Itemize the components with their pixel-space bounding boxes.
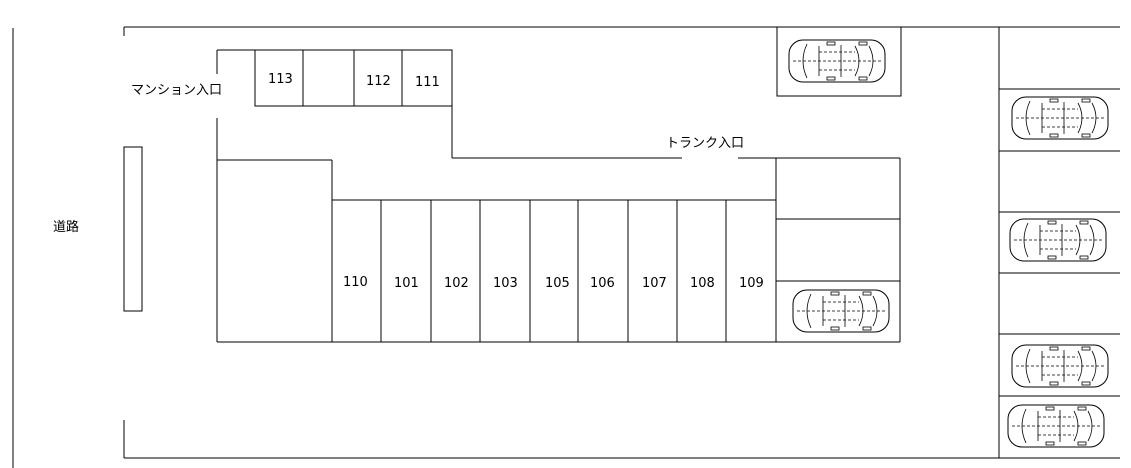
lower-units: 110 101 102 103 105 106 107 108 109 — [343, 158, 777, 342]
road-label: 道路 — [53, 219, 79, 235]
car-icon — [1011, 96, 1109, 140]
car-icon — [1011, 344, 1109, 388]
road: 道路 — [12, 28, 79, 468]
car-icon — [1007, 404, 1105, 448]
car-icon — [1009, 218, 1107, 262]
unit-label-103: 103 — [493, 276, 518, 291]
parking-column-right — [998, 27, 1120, 458]
parking-stall-top — [776, 26, 902, 97]
unit-label-101: 101 — [394, 276, 419, 291]
unit-label-112: 112 — [366, 74, 391, 89]
unit-label-106: 106 — [590, 276, 615, 291]
gate-bar — [123, 146, 143, 312]
unit-cell-blank — [302, 49, 355, 107]
unit-label-105: 105 — [545, 276, 570, 291]
unit-label-107: 107 — [642, 276, 667, 291]
trunk-entrance-label: トランク入口 — [666, 136, 744, 151]
unit-label-109: 109 — [739, 276, 764, 291]
lot-boundary — [123, 26, 1120, 459]
car-icon — [788, 39, 886, 83]
unit-cell-111 — [401, 49, 453, 107]
unit-label-108: 108 — [690, 276, 715, 291]
parking-stalls-center — [776, 158, 901, 342]
unit-label-113: 113 — [268, 72, 293, 87]
unit-label-102: 102 — [444, 276, 469, 291]
unit-label-110: 110 — [343, 275, 368, 290]
unit-label-111: 111 — [415, 75, 440, 90]
mansion-entrance-label: マンション入口 — [131, 83, 222, 98]
car-icon — [792, 289, 890, 333]
upper-units: 113 112 111 — [254, 49, 453, 107]
